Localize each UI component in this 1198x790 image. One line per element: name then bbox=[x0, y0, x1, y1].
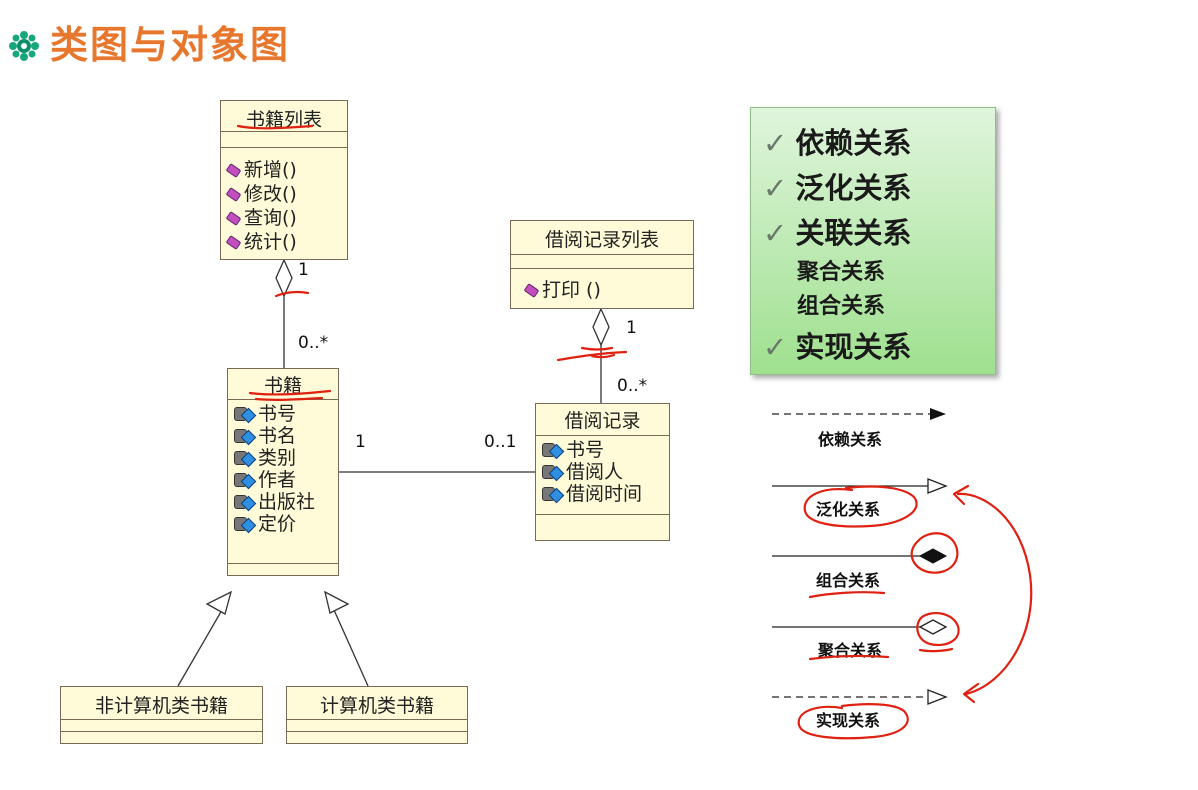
class-name: 书籍列表 bbox=[245, 109, 322, 131]
class-borrow-list: 借阅记录列表 打印 () bbox=[510, 220, 694, 309]
class-name: 借阅记录列表 bbox=[544, 229, 659, 251]
multiplicity-label: 0..* bbox=[298, 333, 329, 353]
arc-generalization-realization bbox=[956, 492, 1033, 696]
private-attribute-icon bbox=[234, 427, 257, 446]
legend-item-aggregation: 聚合关系 bbox=[797, 260, 886, 285]
dependency-label: 依赖关系 bbox=[818, 430, 883, 449]
check-icon: ✓ bbox=[763, 126, 788, 160]
class-name: 借阅记录 bbox=[564, 410, 641, 432]
class-name: 书籍 bbox=[263, 375, 302, 397]
attribute-row: 书号 bbox=[542, 439, 604, 461]
circle-generalization bbox=[803, 485, 918, 528]
operation-row: 打印 () bbox=[523, 279, 601, 301]
composition-label: 组合关系 bbox=[816, 571, 881, 590]
legend-item-association: ✓关联关系 bbox=[763, 216, 912, 250]
underline-aggregation bbox=[808, 647, 954, 661]
private-attribute-icon bbox=[542, 485, 565, 504]
operation-row: 新增() bbox=[225, 159, 297, 181]
private-attribute-icon bbox=[234, 493, 257, 512]
class-name: 计算机类书籍 bbox=[319, 695, 434, 717]
realization-label: 实现关系 bbox=[816, 711, 881, 730]
class-computer-book: 计算机类书籍 bbox=[286, 686, 468, 744]
private-attribute-icon bbox=[234, 515, 257, 534]
underline-book-list bbox=[236, 124, 314, 130]
operation-row: 修改() bbox=[225, 183, 297, 205]
class-borrow-record: 借阅记录 书号 借阅人 借阅时间 bbox=[535, 403, 670, 541]
multiplicity-label: 0..1 bbox=[484, 432, 517, 452]
legend-item-generalization: ✓泛化关系 bbox=[763, 171, 912, 205]
legend-item-composition: 组合关系 bbox=[797, 294, 886, 319]
page-title: 类图与对象图 bbox=[50, 23, 291, 67]
private-attribute-icon bbox=[234, 449, 257, 468]
private-attribute-icon bbox=[234, 471, 257, 490]
aggregation-diamond bbox=[918, 619, 948, 635]
attribute-row: 书号 bbox=[234, 403, 296, 425]
class-book-list: 书籍列表 新增() 修改() 查询() 统计() bbox=[220, 100, 348, 260]
composition-diamond bbox=[918, 548, 948, 564]
attribute-row: 借阅人 bbox=[542, 461, 623, 483]
attribute-row: 书名 bbox=[234, 425, 296, 447]
attribute-row: 出版社 bbox=[234, 491, 315, 513]
operation-row: 查询() bbox=[225, 207, 297, 229]
underline-composition bbox=[808, 591, 886, 599]
marks-borrow-aggregation bbox=[556, 346, 628, 362]
class-book: 书籍 书号 书名 类别 作者 出版社 定价 bbox=[227, 368, 339, 576]
private-attribute-icon bbox=[542, 463, 565, 482]
attribute-row: 定价 bbox=[234, 513, 296, 535]
realization-arrow bbox=[927, 689, 948, 705]
generalization-arrow bbox=[927, 478, 948, 494]
check-icon: ✓ bbox=[763, 330, 788, 364]
circle-composition bbox=[910, 532, 959, 574]
arrowhead-top bbox=[952, 484, 970, 506]
relationship-legend: ✓依赖关系 ✓泛化关系 ✓关联关系 聚合关系 组合关系 ✓实现关系 bbox=[750, 107, 996, 375]
private-attribute-icon bbox=[542, 441, 565, 460]
multiplicity-label: 1 bbox=[298, 260, 309, 280]
check-icon: ✓ bbox=[763, 216, 788, 250]
multiplicity-label: 0..* bbox=[617, 376, 648, 396]
dependency-arrow bbox=[930, 408, 946, 420]
class-name: 非计算机类书籍 bbox=[94, 695, 228, 717]
multiplicity-label: 1 bbox=[626, 318, 637, 338]
legend-item-realization: ✓实现关系 bbox=[763, 330, 912, 364]
circle-realization bbox=[797, 703, 909, 740]
underline-aggregation-mark bbox=[274, 290, 310, 298]
attribute-row: 借阅时间 bbox=[542, 483, 642, 505]
underline-book bbox=[248, 389, 332, 401]
operation-row: 统计() bbox=[225, 231, 297, 253]
flower-bullet-icon bbox=[9, 31, 39, 61]
check-icon: ✓ bbox=[763, 171, 788, 205]
attribute-row: 作者 bbox=[234, 469, 296, 491]
legend-item-dependency: ✓依赖关系 bbox=[763, 126, 912, 160]
arrowhead-bottom bbox=[962, 682, 980, 704]
private-attribute-icon bbox=[234, 405, 257, 424]
circle-aggregation bbox=[916, 611, 960, 647]
generalization-label: 泛化关系 bbox=[816, 500, 881, 519]
attribute-row: 类别 bbox=[234, 447, 296, 469]
multiplicity-label: 1 bbox=[355, 432, 366, 452]
class-non-computer-book: 非计算机类书籍 bbox=[60, 686, 263, 744]
